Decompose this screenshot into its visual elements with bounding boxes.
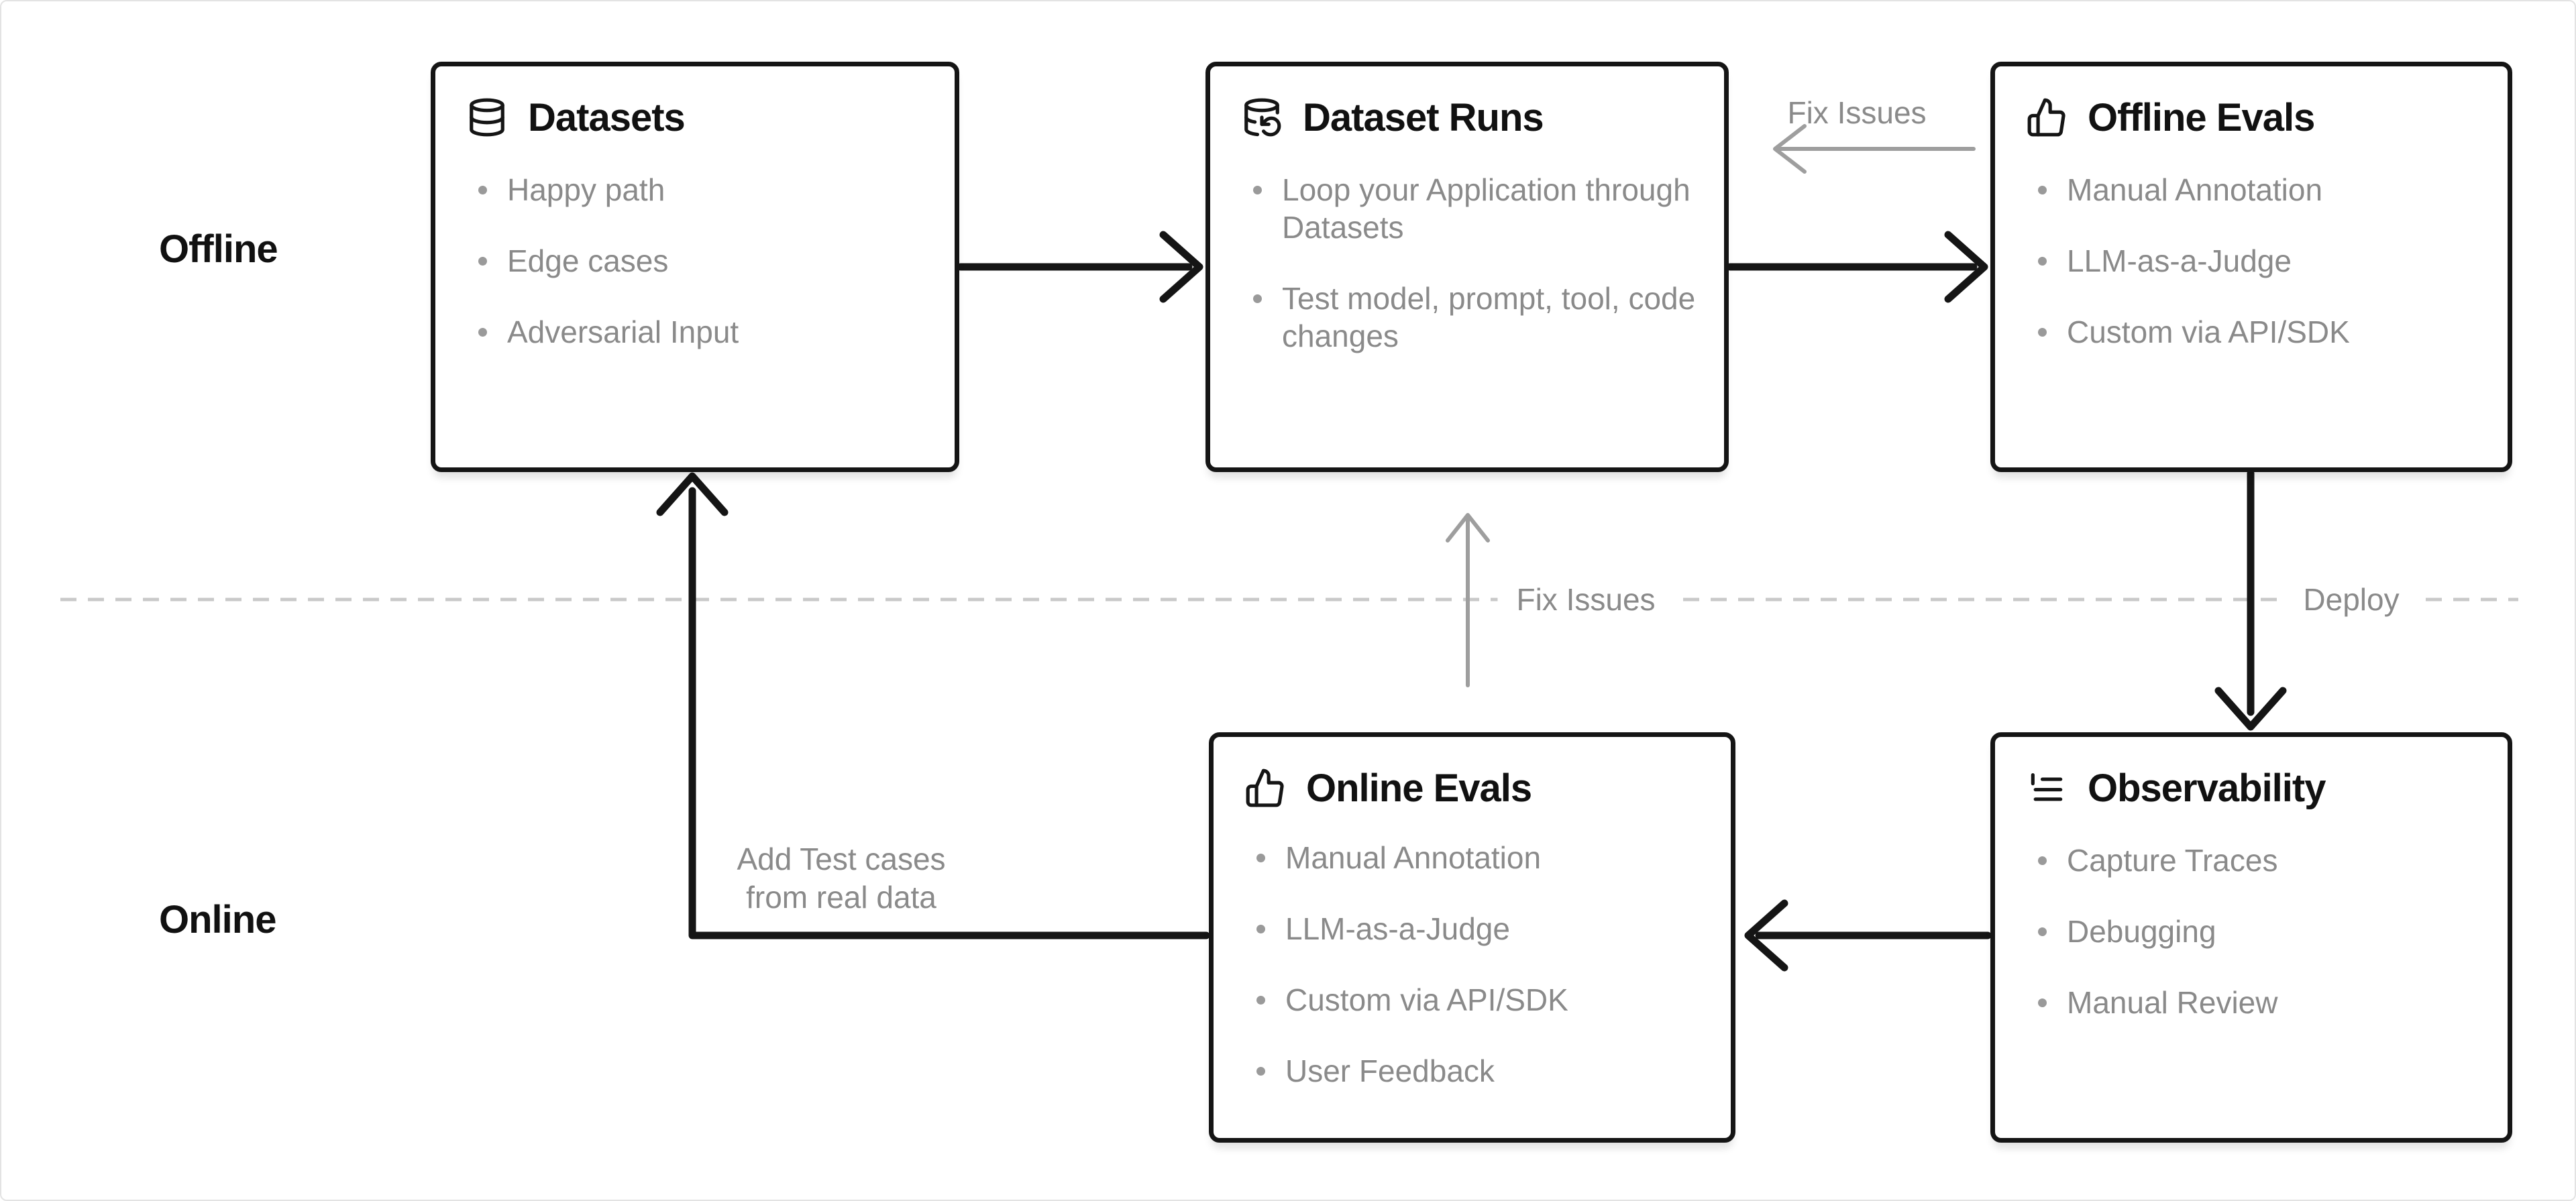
- bullet-dot: [478, 186, 487, 194]
- list-item: Manual Annotation: [2038, 171, 2481, 209]
- card-offline-evals: Offline Evals Manual Annotation LLM-as-a…: [1990, 62, 2512, 472]
- list-item: Manual Review: [2038, 984, 2481, 1021]
- list-item: Test model, prompt, tool, code changes: [1253, 280, 1697, 355]
- card-datasets: Datasets Happy path Edge cases Adversari…: [431, 62, 959, 472]
- bullet-dot: [2038, 856, 2047, 865]
- list-item: Custom via API/SDK: [1256, 981, 1704, 1019]
- bullet-dot: [1256, 854, 1265, 862]
- bullet-dot: [1256, 996, 1265, 1005]
- card-dataset-runs: Dataset Runs Loop your Application throu…: [1205, 62, 1729, 472]
- fix-issues-middle-label: Fix Issues: [1497, 577, 1674, 622]
- card-title: Offline Evals: [2088, 95, 2315, 139]
- bullet-dot: [2038, 257, 2047, 266]
- arrow-dataset-runs-to-offline-evals: [1726, 231, 1988, 303]
- bullet-dot: [2038, 998, 2047, 1007]
- list-item: Happy path: [478, 171, 928, 209]
- lane-label-offline: Offline: [159, 227, 278, 271]
- list-item: Debugging: [2038, 913, 2481, 950]
- arrow-online-evals-to-datasets: [656, 472, 1210, 939]
- bullet-dot: [2038, 186, 2047, 194]
- deploy-label: Deploy: [2284, 577, 2418, 622]
- list-item: Custom via API/SDK: [2038, 313, 2481, 351]
- bullet-dot: [478, 328, 487, 337]
- fix-issues-top-arrow: [1773, 124, 1976, 174]
- logs-icon: [2031, 773, 2063, 801]
- card-title: Dataset Runs: [1303, 95, 1544, 139]
- lane-label-online: Online: [159, 898, 276, 941]
- fix-issues-top-label: Fix Issues: [1787, 95, 1927, 130]
- arrow-observability-to-online-evals: [1744, 899, 1992, 972]
- card-online-evals: Online Evals Manual Annotation LLM-as-a-…: [1209, 732, 1735, 1143]
- list-item: LLM-as-a-Judge: [2038, 242, 2481, 280]
- card-bullet-list: Manual Annotation LLM-as-a-Judge Custom …: [1244, 839, 1704, 1090]
- list-item: Capture Traces: [2038, 842, 2481, 879]
- list-item: Edge cases: [478, 242, 928, 280]
- arrow-datasets-to-dataset-runs: [957, 231, 1203, 303]
- arrow-offline-evals-to-observability-deploy: [2214, 469, 2287, 731]
- dataset-runs-icon: [1244, 98, 1281, 137]
- card-title: Observability: [2088, 766, 2326, 810]
- bullet-dot: [2038, 328, 2047, 337]
- fix-issues-middle-arrow: [1446, 513, 1490, 687]
- card-title: Online Evals: [1306, 766, 1532, 810]
- bullet-dot: [478, 257, 487, 266]
- database-icon: [470, 98, 504, 137]
- card-bullet-list: Capture Traces Debugging Manual Review: [2026, 842, 2481, 1021]
- list-item: Loop your Application through Datasets: [1253, 171, 1697, 246]
- card-bullet-list: Happy path Edge cases Adversarial Input: [466, 171, 928, 351]
- card-title: Datasets: [528, 95, 686, 139]
- bullet-dot: [1253, 186, 1262, 194]
- card-observability: Observability Capture Traces Debugging M…: [1990, 732, 2512, 1143]
- add-test-cases-label: Add Test cases from real data: [737, 842, 946, 915]
- bullet-dot: [2038, 927, 2047, 936]
- list-item: Manual Annotation: [1256, 839, 1704, 876]
- list-item: User Feedback: [1256, 1052, 1704, 1090]
- bullet-dot: [1253, 294, 1262, 303]
- card-bullet-list: Manual Annotation LLM-as-a-Judge Custom …: [2026, 171, 2481, 351]
- thumbs-up-icon: [1246, 768, 1284, 807]
- list-item: Adversarial Input: [478, 313, 928, 351]
- thumbs-up-icon: [2027, 98, 2065, 137]
- bullet-dot: [1256, 925, 1265, 933]
- bullet-dot: [1256, 1067, 1265, 1076]
- list-item: LLM-as-a-Judge: [1256, 910, 1704, 948]
- card-bullet-list: Loop your Application through Datasets T…: [1241, 171, 1697, 355]
